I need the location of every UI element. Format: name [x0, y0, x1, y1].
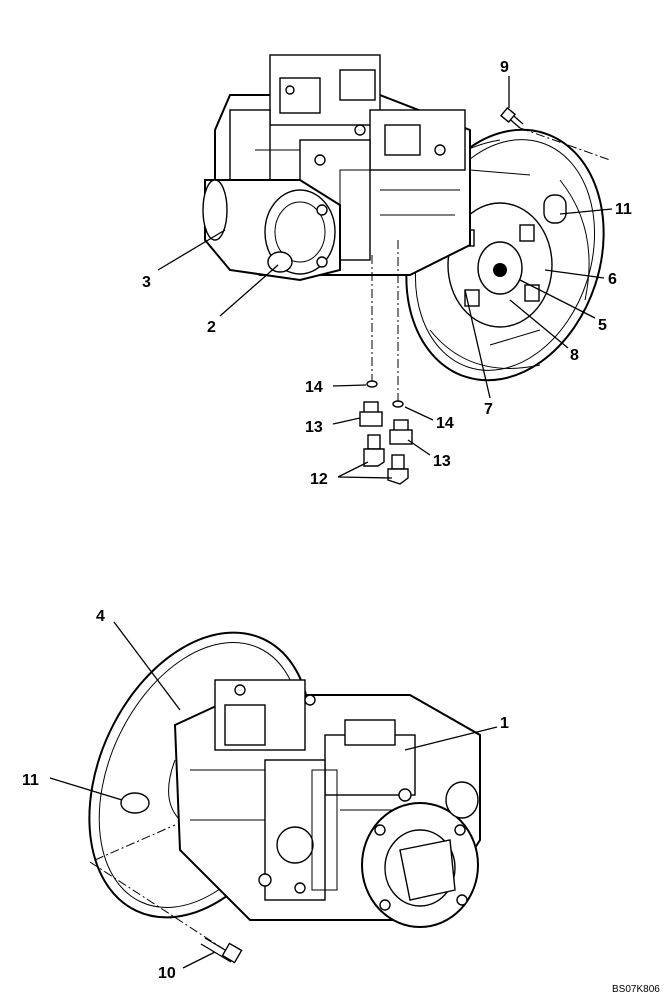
callout-4: 4	[96, 608, 105, 625]
lower-front-flange	[361, 781, 479, 928]
lower-pump-body	[173, 679, 481, 921]
centerline-bolt-10	[89, 861, 226, 951]
callout-9: 9	[500, 59, 509, 76]
plug-13-left	[359, 401, 383, 427]
centerline-bolt-10-top	[94, 824, 176, 861]
upper-pump-body	[214, 54, 471, 276]
o-ring-14-left	[366, 380, 378, 388]
callout-14-right: 14	[436, 415, 454, 432]
callout-5: 5	[598, 317, 607, 334]
elbow-fitting-12-right	[387, 454, 409, 485]
callout-11-upper: 11	[615, 201, 632, 218]
leader-lines	[49, 76, 613, 969]
callout-13-left: 13	[305, 419, 323, 436]
callout-10: 10	[158, 965, 176, 982]
callout-13-right: 13	[433, 453, 451, 470]
callout-8: 8	[570, 347, 579, 364]
callout-3: 3	[142, 274, 151, 291]
plug-13-right	[389, 419, 413, 445]
bolt-9	[499, 106, 611, 161]
lower-pump-assembly	[88, 631, 481, 928]
reference-code: BS07K806	[612, 984, 660, 995]
callout-7: 7	[484, 401, 493, 418]
gear-pump	[202, 179, 341, 282]
callout-11-lower: 11	[22, 772, 39, 789]
coupling-hub	[447, 194, 567, 328]
callout-1: 1	[500, 715, 509, 732]
callout-6: 6	[608, 271, 617, 288]
callout-2: 2	[207, 319, 216, 336]
bolt-10	[200, 937, 243, 964]
callout-labels: 9 11 3 6 2 5 8 14 7 13 14 13 12 4 1 11 1…	[22, 59, 632, 982]
callout-14-left: 14	[305, 379, 323, 396]
upper-pump-assembly	[202, 54, 605, 382]
inspection-hole-11	[120, 792, 150, 814]
callout-12: 12	[310, 471, 328, 488]
elbow-fitting-12-left	[363, 434, 385, 467]
o-ring-14-right	[392, 400, 404, 408]
